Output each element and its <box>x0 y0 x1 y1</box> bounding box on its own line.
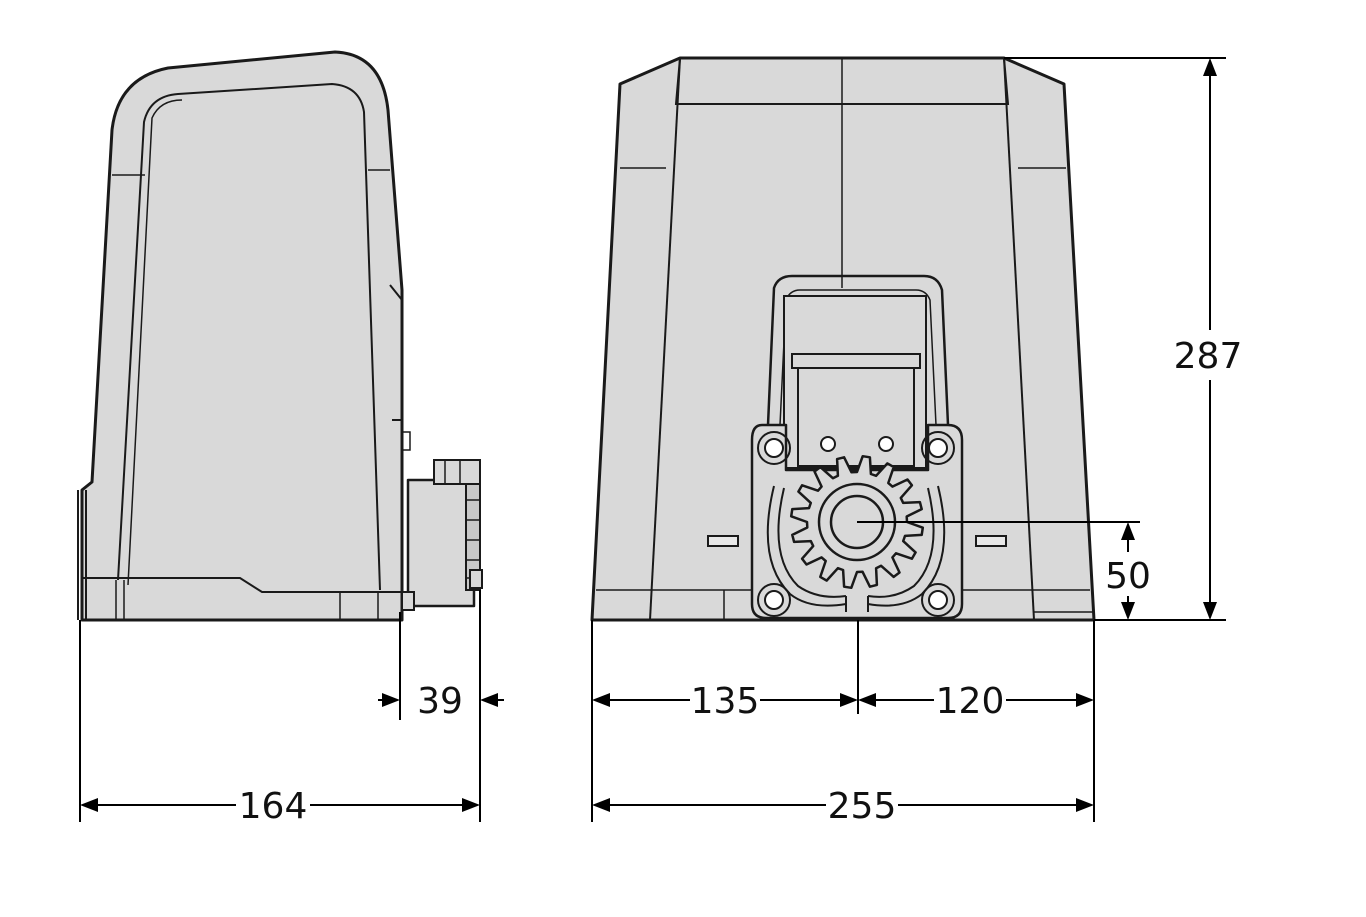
dim-pinion-height: 50 <box>1105 556 1151 597</box>
dim-front-width: 255 <box>828 786 897 827</box>
side-base <box>82 577 402 593</box>
front-dimensions: 255 135 120 287 50 <box>591 57 1243 827</box>
side-view <box>77 50 483 622</box>
side-dimensions: 164 39 <box>79 590 504 827</box>
pinion-bracket-frame <box>766 274 950 426</box>
front-view <box>590 56 1096 622</box>
dim-side-depth: 164 <box>239 786 308 827</box>
dim-height: 287 <box>1174 336 1243 377</box>
dim-bracket-depth: 39 <box>417 681 463 722</box>
side-bracket <box>406 478 476 608</box>
dim-left-to-pinion: 135 <box>691 681 760 722</box>
dim-pinion-to-right: 120 <box>936 681 1005 722</box>
side-housing <box>80 50 404 622</box>
side-inner-panel <box>117 82 381 591</box>
